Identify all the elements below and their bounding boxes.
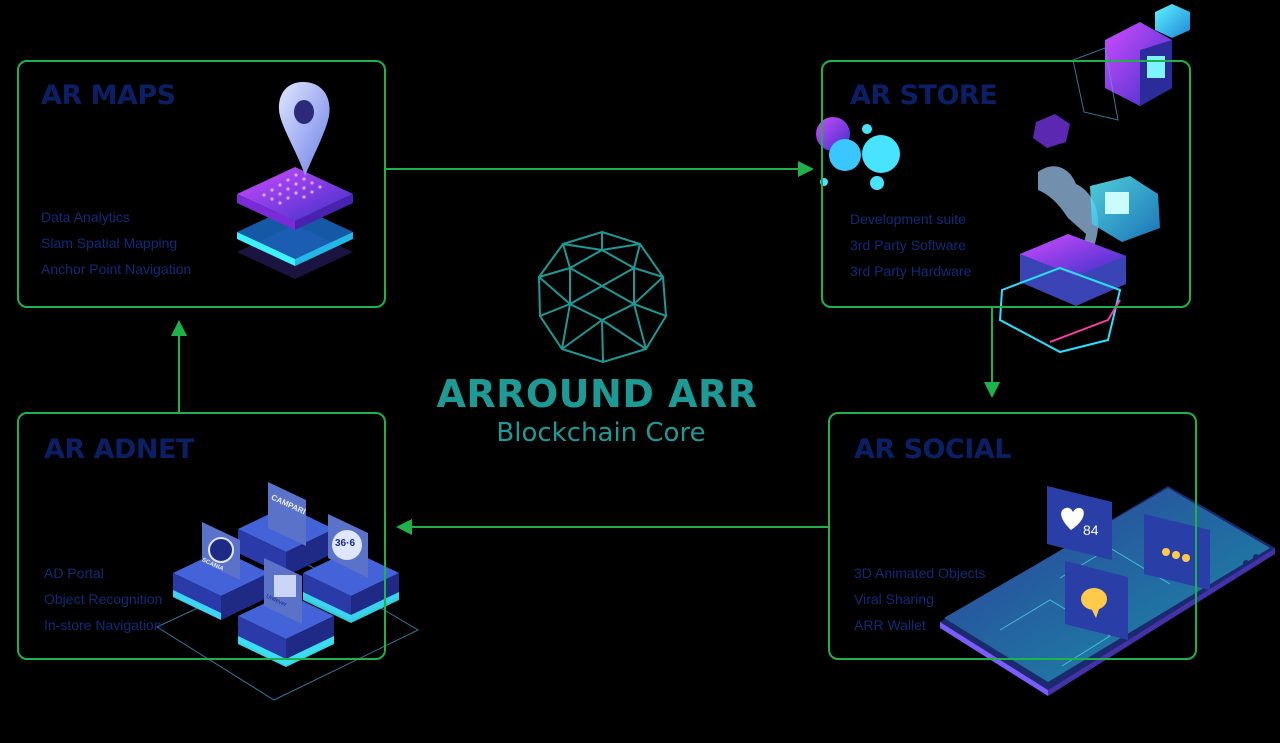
core-title: ARROUND ARR (436, 372, 758, 416)
ar-adnet-item: AD Portal (44, 565, 104, 581)
ar-store-title: AR STORE (850, 80, 998, 111)
module-ar-maps (17, 60, 386, 308)
ar-social-item: ARR Wallet (854, 617, 926, 633)
ar-adnet-item: Object Recognition (44, 591, 163, 607)
ar-social-title: AR SOCIAL (854, 434, 1011, 465)
ar-social-item: 3D Animated Objects (854, 565, 986, 581)
adnet-platforms-illustration (155, 482, 420, 701)
module-ar-store (821, 60, 1191, 308)
ar-store-item: 3rd Party Hardware (850, 263, 972, 279)
ar-store-item: 3rd Party Software (850, 237, 966, 253)
map-pin-stack-illustration (237, 82, 353, 279)
module-ar-social (828, 412, 1197, 660)
core-subtitle: Blockchain Core (496, 418, 706, 448)
like-count-badge: 84 (1083, 522, 1099, 538)
ar-adnet-item: In-store Navigation (44, 617, 162, 633)
ar-social-item: Viral Sharing (854, 591, 934, 607)
brand-card-36-6: 36·6 (335, 538, 356, 549)
store-hologram-illustration (816, 4, 1190, 354)
ar-maps-title: AR MAPS (41, 80, 176, 111)
ar-maps-item: Data Analytics (41, 209, 130, 225)
ar-maps-item: Slam Spatial Mapping (41, 235, 178, 251)
ar-store-item: Development suite (850, 211, 966, 227)
geodesic-sphere-icon (537, 230, 668, 364)
ar-maps-item: Anchor Point Navigation (41, 261, 192, 277)
module-ar-adnet (17, 412, 386, 660)
ar-adnet-title: AR ADNET (44, 434, 194, 465)
